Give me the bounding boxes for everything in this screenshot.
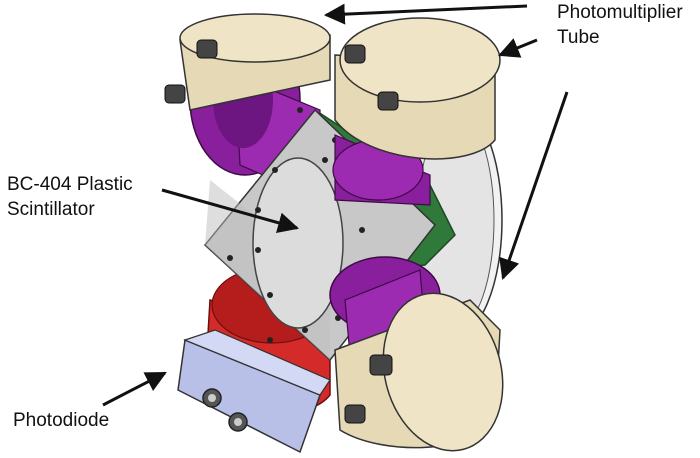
photodiode-label: Photodiode: [13, 410, 110, 431]
arrow-pmt-top: [323, 3, 528, 25]
pmt-lower-right: [334, 292, 504, 452]
arrow-photodiode: [102, 371, 167, 407]
pmt-upper-left: [164, 13, 331, 111]
arrow-pmt-lower: [499, 91, 569, 280]
scintillator-label-line1: BC-404 Plastic: [7, 174, 133, 195]
photomultiplier-tube-label: Photomultiplier Tube: [557, 0, 683, 50]
photomultiplier-label-line1: Photomultiplier: [557, 2, 683, 23]
scintillator-window: [252, 157, 344, 329]
arrow-pmt-right-top: [498, 38, 538, 58]
scintillator-label: BC-404 Plastic Scintillator: [7, 172, 133, 222]
pmt-upper-right: [334, 17, 501, 160]
arrow-scintillator: [161, 188, 300, 233]
photomultiplier-label-line2: Tube: [557, 27, 600, 48]
annotation-arrows: [102, 3, 569, 407]
scintillator-label-line2: Scintillator: [7, 199, 95, 220]
